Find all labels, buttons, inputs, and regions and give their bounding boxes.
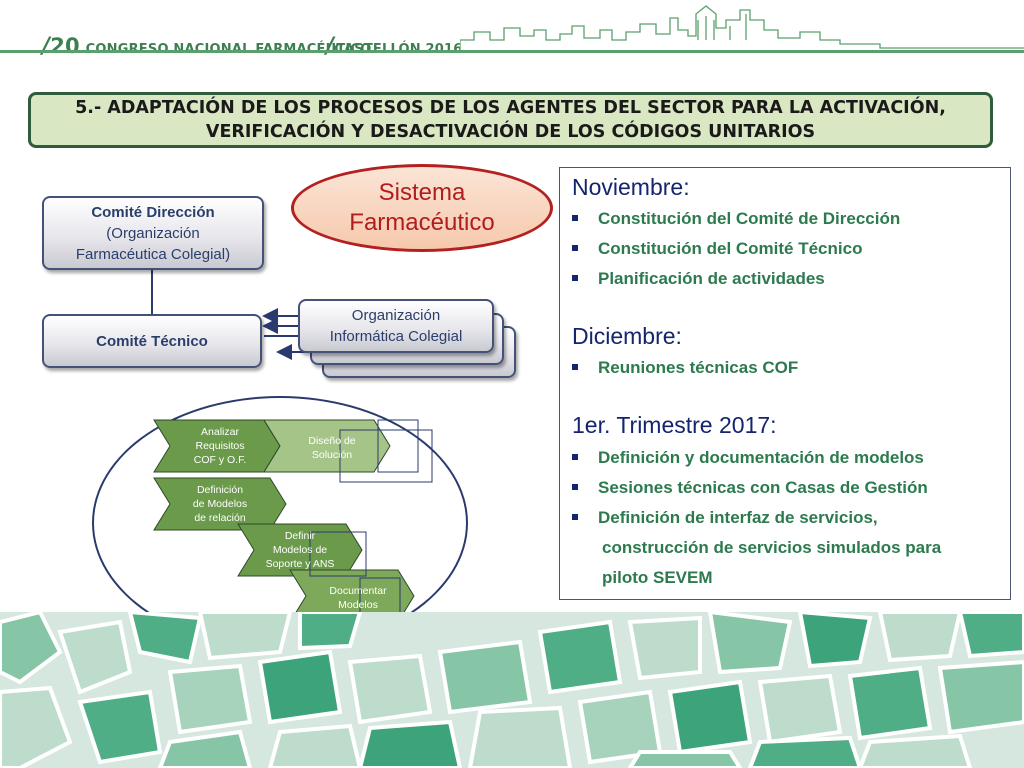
organizacion-informatica-box: Organización Informática Colegial (298, 299, 494, 353)
bullet-square-icon (572, 513, 578, 520)
bullet-trimestre-3-cont2: piloto SEVEM (602, 568, 713, 587)
bullet-noviembre-2: Constitución del Comité Técnico (572, 234, 862, 264)
bullet-trimestre-1: Definición y documentación de modelos (572, 443, 924, 473)
bullet-square-icon (572, 483, 578, 490)
outline-box-2 (377, 419, 419, 473)
organizacion-line1: Organización (351, 307, 441, 324)
process-chevrons (153, 419, 433, 623)
comite-direccion-line1: Comité Dirección (91, 203, 215, 221)
sistema-label-line1: Sistema (378, 179, 466, 206)
comite-direccion-box: Comité Dirección (Organización Farmacéut… (42, 196, 264, 270)
mosaic-background (0, 612, 1024, 768)
heading-diciembre: Diciembre: (572, 323, 682, 349)
slide-title-line2: VERIFICACIÓN Y DESACTIVACIÓN DE LOS CÓDI… (205, 122, 816, 142)
chevron-diseno (263, 419, 391, 473)
bullet-square-icon (572, 453, 578, 460)
header-city: /CASTELLÓN 2016 (326, 34, 462, 59)
comite-tecnico-label: Comité Técnico (96, 332, 208, 350)
sistema-label-line2: Farmacéutico (349, 209, 495, 236)
bullet-noviembre-1: Constitución del Comité de Dirección (572, 204, 900, 234)
organizacion-line2: Informática Colegial (329, 328, 463, 345)
outline-box-1 (339, 429, 433, 483)
bullet-diciembre-1: Reuniones técnicas COF (572, 353, 798, 383)
step-diseno-label: Diseño de Solución (308, 435, 356, 461)
mosaic-pattern (0, 612, 1024, 768)
comite-tecnico-box: Comité Técnico (42, 314, 262, 368)
heading-noviembre: Noviembre: (572, 174, 690, 200)
timeline-panel: Noviembre: Constitución del Comité de Di… (559, 167, 1011, 600)
step-definir-label: Definir Modelos de Soporte y ANS (265, 530, 335, 570)
bullet-square-icon (572, 214, 578, 221)
heading-trimestre: 1er. Trimestre 2017: (572, 412, 777, 438)
step-documentar-label: Documentar Modelos (329, 585, 387, 611)
header-rule (0, 50, 1024, 53)
sistema-farmaceutico-ellipse: Sistema Farmacéutico (291, 164, 553, 252)
comite-direccion-line2: (Organización (106, 224, 200, 242)
slide-title-box: 5.- ADAPTACIÓN DE LOS PROCESOS DE LOS AG… (28, 92, 993, 148)
bullet-square-icon (572, 244, 578, 251)
step-analizar-label: Analizar Requisitos COF y O.F. (193, 426, 247, 466)
header-congress: /20 CONGRESO NACIONAL FARMACÉUTICO (42, 34, 371, 59)
slide-title-line1: 5.- ADAPTACIÓN DE LOS PROCESOS DE LOS AG… (75, 98, 946, 118)
step-definicion-label: Definición de Modelos de relación (192, 484, 248, 524)
bullet-trimestre-3: Definición de interfaz de servicios, (572, 503, 878, 533)
outline-box-3 (309, 531, 367, 577)
comite-direccion-line3: Farmacéutica Colegial) (75, 245, 231, 263)
bullet-trimestre-2: Sesiones técnicas con Casas de Gestión (572, 473, 928, 503)
bullet-square-icon (572, 363, 578, 370)
bullet-noviembre-3: Planificación de actividades (572, 264, 825, 294)
skyline-icon (460, 5, 1024, 50)
bullet-trimestre-3-cont1: construcción de servicios simulados para (602, 538, 942, 557)
header-event-name: CONGRESO NACIONAL FARMACÉUTICO (86, 42, 372, 57)
bullet-square-icon (572, 274, 578, 281)
diagram-connectors (151, 270, 310, 360)
